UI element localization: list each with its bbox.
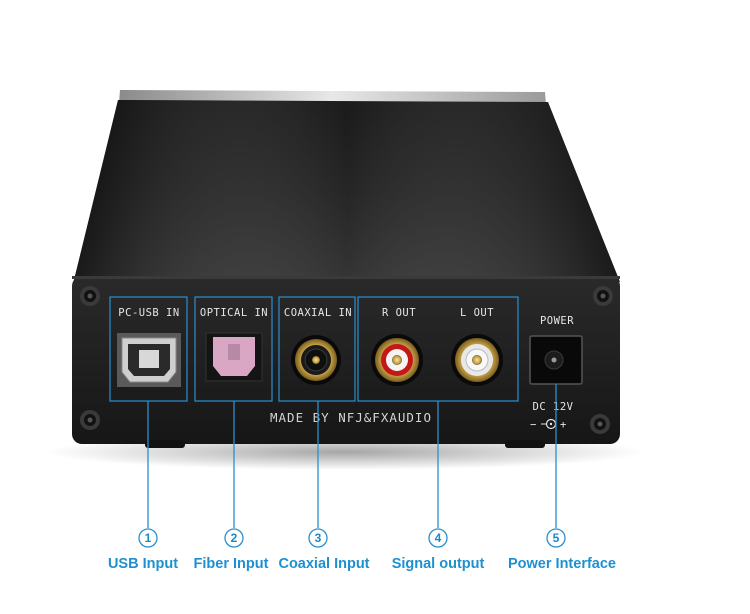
callout-label-power: Power Interface [508, 556, 616, 572]
usb-b-port [117, 333, 181, 387]
screw [80, 286, 100, 306]
callout-label-coaxial: Coaxial Input [278, 556, 369, 572]
screw [590, 414, 610, 434]
coaxial-highlight-box [278, 296, 356, 402]
svg-text:5: 5 [553, 531, 560, 545]
callout-label-usb: USB Input [108, 556, 178, 572]
svg-text:2: 2 [231, 531, 238, 545]
svg-text:1: 1 [145, 531, 152, 545]
svg-text:3: 3 [315, 531, 322, 545]
dc-voltage-label: DC 12V [533, 401, 574, 413]
usb-panel-label: PC-USB IN [118, 307, 179, 319]
foot-right [505, 440, 545, 448]
coaxial-panel-label: COAXIAL IN [284, 307, 352, 319]
r-out-panel-label: R OUT [382, 307, 416, 319]
callout-label-fiber: Fiber Input [194, 556, 269, 572]
callout-lines [147, 384, 557, 528]
screw [593, 286, 613, 306]
chassis-rear-face [72, 276, 620, 444]
l-out-panel-label: L OUT [460, 307, 494, 319]
callout-signal-output: 4 Signal output [392, 528, 485, 572]
dc-power-jack [529, 335, 583, 385]
optical-toslink-port [205, 332, 263, 382]
r-out-rca-jack [371, 334, 423, 386]
callout-coaxial: 3 Coaxial Input [278, 528, 370, 572]
power-panel-label: POWER [540, 315, 574, 327]
callout-fiber: 2 Fiber Input [194, 528, 269, 572]
svg-text:+: + [560, 419, 567, 431]
callout-usb: 1 USB Input [108, 528, 178, 572]
svg-text:−: − [530, 419, 537, 431]
foot-left [145, 440, 185, 448]
optical-panel-label: OPTICAL IN [200, 307, 268, 319]
svg-text:4: 4 [435, 531, 442, 545]
coaxial-rca-jack [291, 335, 341, 385]
l-out-rca-jack [451, 334, 503, 386]
callout-label-signal-output: Signal output [392, 556, 485, 572]
screw [80, 410, 100, 430]
polarity-symbol: − + [530, 418, 567, 431]
manufacturer-label: MADE BY NFJ&FXAUDIO [270, 410, 432, 425]
callout-power: 5 Power Interface [508, 528, 616, 572]
